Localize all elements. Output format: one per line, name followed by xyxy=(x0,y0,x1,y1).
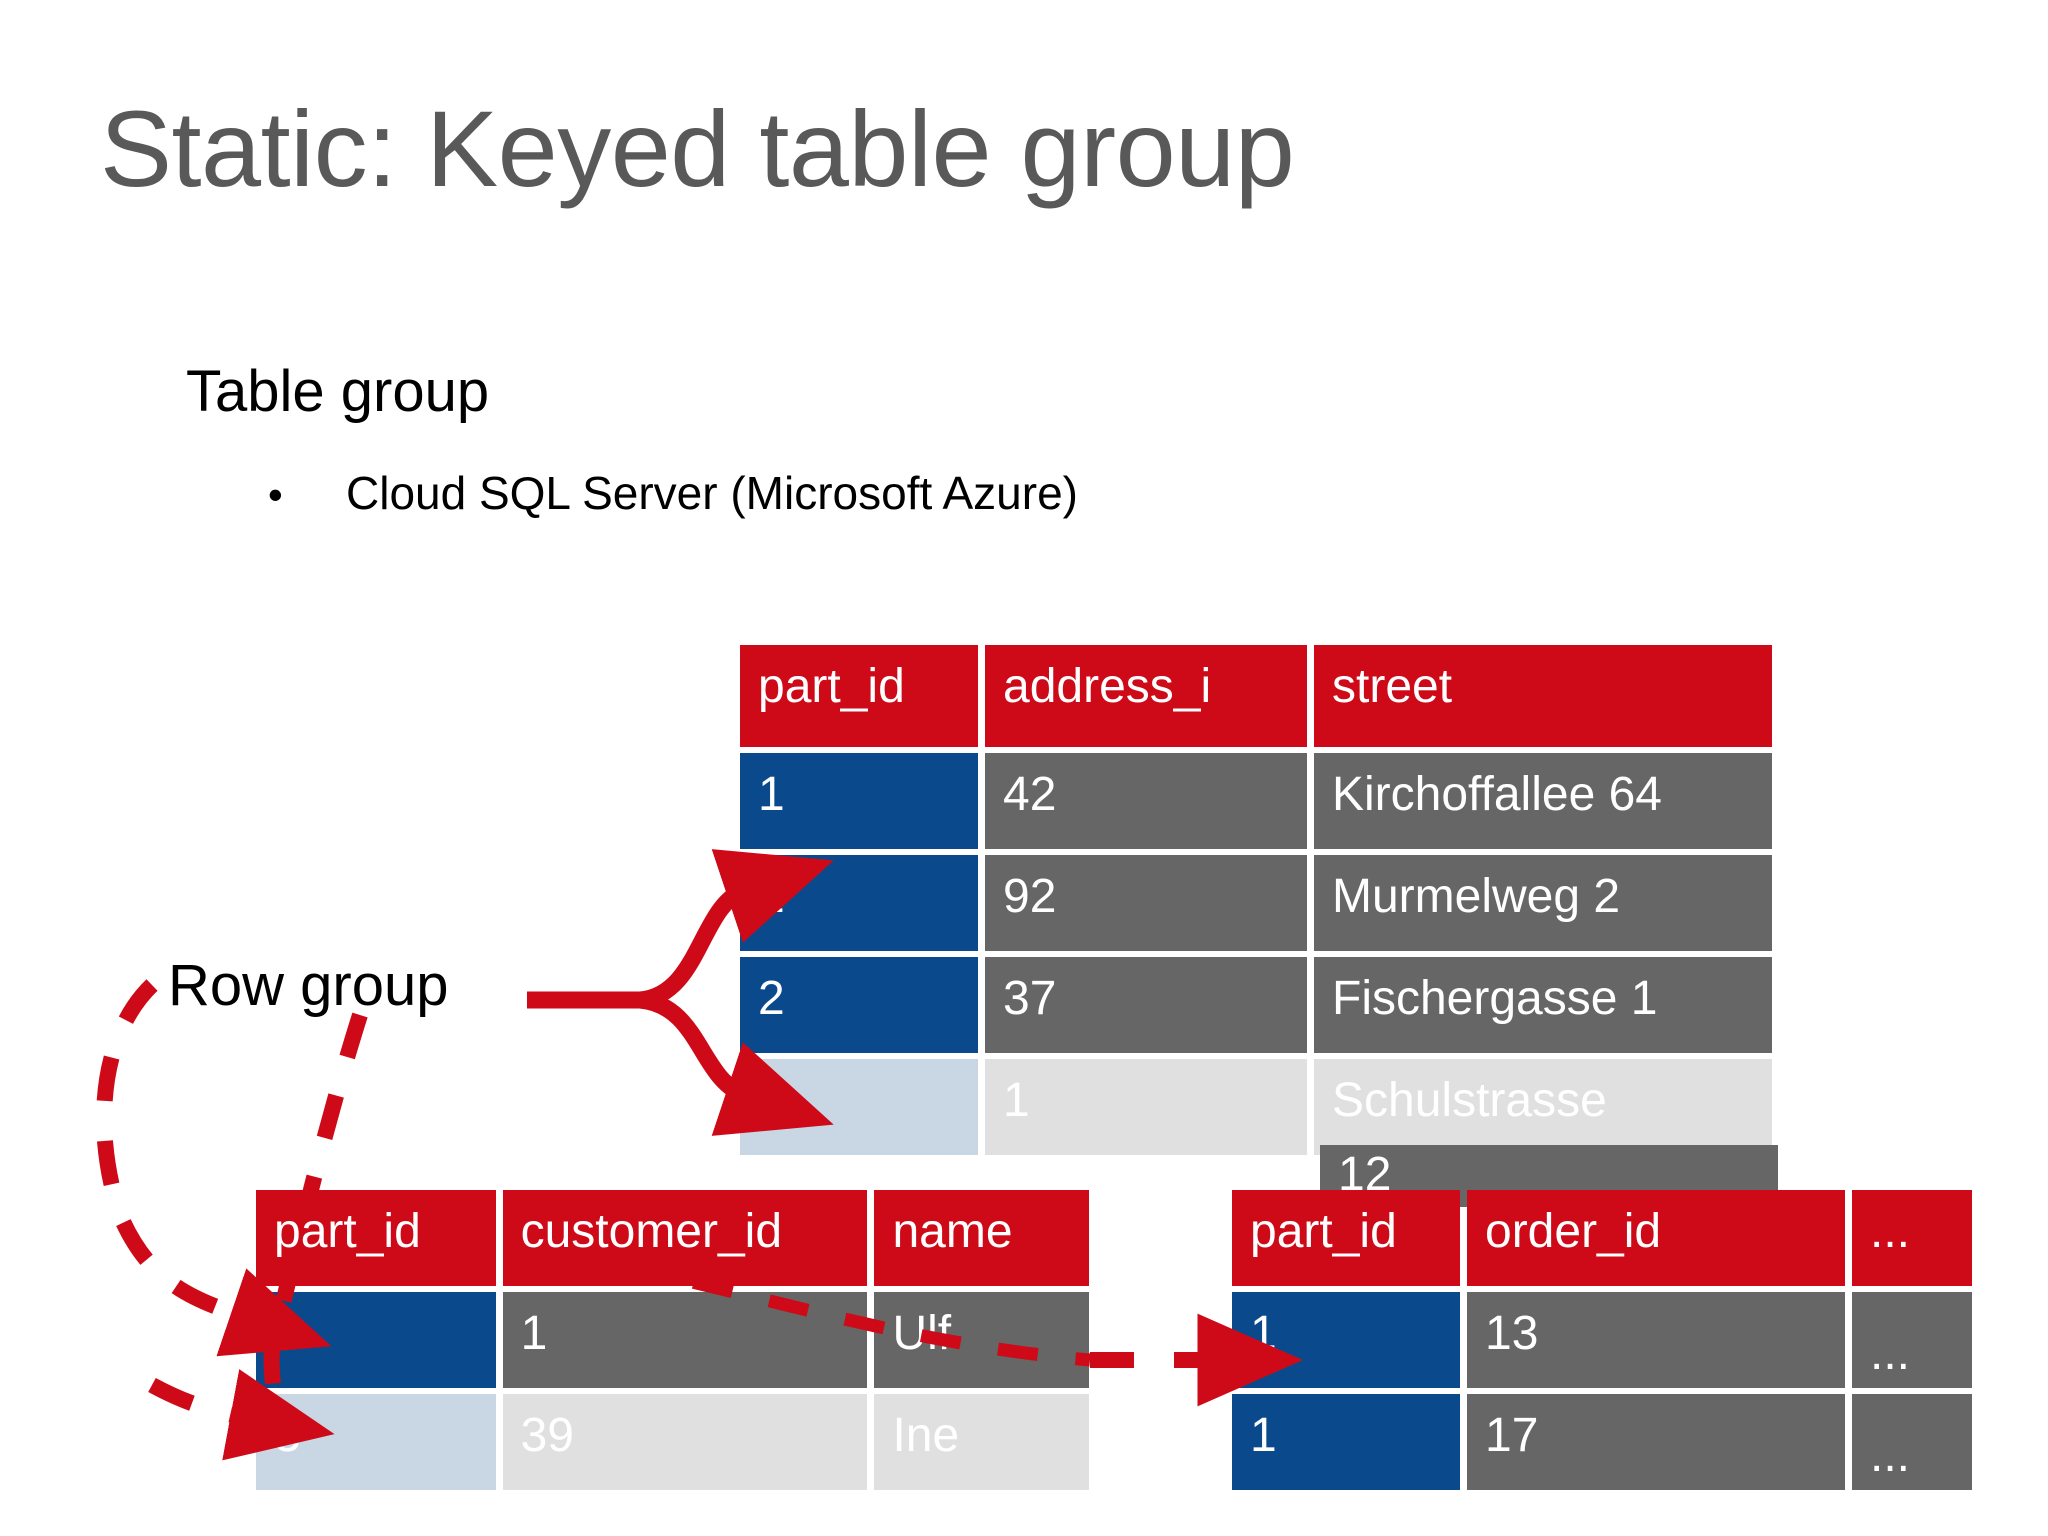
cell-address-id: 37 xyxy=(985,957,1307,1053)
column-header-part-id: part_id xyxy=(1232,1190,1460,1286)
table-row[interactable]: 1 92 Murmelweg 2 xyxy=(740,855,1860,951)
table-row[interactable]: 2 37 Fischergasse 1 xyxy=(740,957,1860,1053)
section-heading-table-group: Table group xyxy=(186,359,490,424)
column-header-street: street xyxy=(1314,645,1772,747)
column-header-order-id: order_id xyxy=(1467,1190,1845,1286)
cell-street: Murmelweg 2 xyxy=(1314,855,1772,951)
table-header-row: part_id order_id ... xyxy=(1232,1190,1992,1286)
cell-customer-id: 39 xyxy=(502,1394,868,1490)
table-row[interactable]: 1 42 Kirchoffallee 64 xyxy=(740,753,1860,849)
cell-street: Kirchoffallee 64 xyxy=(1314,753,1772,849)
cell-part-id: 1 xyxy=(1232,1394,1460,1490)
cell-part-id: 1 xyxy=(740,855,978,951)
row-group-dashed-arrow-to-customer-row-2 xyxy=(148,1369,335,1461)
cell-part-id: 3 xyxy=(256,1394,496,1490)
table-row[interactable]: 1 17 ... xyxy=(1232,1394,1992,1490)
cell-part-id: 1 xyxy=(1232,1292,1460,1388)
bullet-list-item: • Cloud SQL Server (Microsoft Azure) xyxy=(268,466,1078,520)
cell-name: Ulf xyxy=(874,1292,1089,1388)
cell-address-id: 1 xyxy=(985,1059,1307,1155)
row-group-arrow-branch-upper xyxy=(638,849,834,1009)
cell-street: Fischergasse 1 xyxy=(1314,957,1772,1053)
column-header-name: name xyxy=(874,1190,1089,1286)
cell-order-id: 13 xyxy=(1467,1292,1845,1388)
row-group-annotation-label: Row group xyxy=(168,953,449,1018)
cell-customer-id: 1 xyxy=(502,1292,868,1388)
cell-address-id: 92 xyxy=(985,855,1307,951)
table-row[interactable]: 1 1 Ulf xyxy=(256,1292,1096,1388)
table-row-faded[interactable]: 3 39 Ine xyxy=(256,1394,1096,1490)
table-header-row: part_id customer_id name xyxy=(256,1190,1096,1286)
cell-more: ... xyxy=(1852,1292,1972,1388)
page-title: Static: Keyed table group xyxy=(100,88,1295,209)
column-header-part-id: part_id xyxy=(256,1190,496,1286)
order-table: part_id order_id ... 1 13 ... 1 17 ... xyxy=(1232,1190,1992,1496)
cell-address-id: 42 xyxy=(985,753,1307,849)
column-header-address-id: address_i xyxy=(985,645,1307,747)
cell-part-id: 1 xyxy=(740,753,978,849)
cell-part-id: 1 xyxy=(256,1292,496,1388)
table-header-row: part_id address_i street xyxy=(740,645,1860,747)
bullet-dot-icon: • xyxy=(268,471,283,518)
cell-order-id: 17 xyxy=(1467,1394,1845,1490)
cell-part-id: 3 xyxy=(740,1059,978,1155)
customer-table: part_id customer_id name 1 1 Ulf 3 39 In… xyxy=(256,1190,1096,1496)
column-header-customer-id: customer_id xyxy=(502,1190,868,1286)
column-header-part-id: part_id xyxy=(740,645,978,747)
column-header-more: ... xyxy=(1852,1190,1972,1286)
row-group-dashed-arrow-to-customer-row-1 xyxy=(96,979,332,1357)
table-row[interactable]: 1 13 ... xyxy=(1232,1292,1992,1388)
cell-part-id: 2 xyxy=(740,957,978,1053)
row-group-arrow-branch-lower xyxy=(638,991,834,1136)
cell-more: ... xyxy=(1852,1394,1972,1490)
cell-name: Ine xyxy=(874,1394,1089,1490)
cell-street: Schulstrasse xyxy=(1314,1059,1772,1155)
bullet-item-label: Cloud SQL Server (Microsoft Azure) xyxy=(346,467,1078,519)
table-row-faded[interactable]: 3 1 Schulstrasse xyxy=(740,1059,1860,1155)
address-table: part_id address_i street 1 42 Kirchoffal… xyxy=(740,645,1860,1161)
